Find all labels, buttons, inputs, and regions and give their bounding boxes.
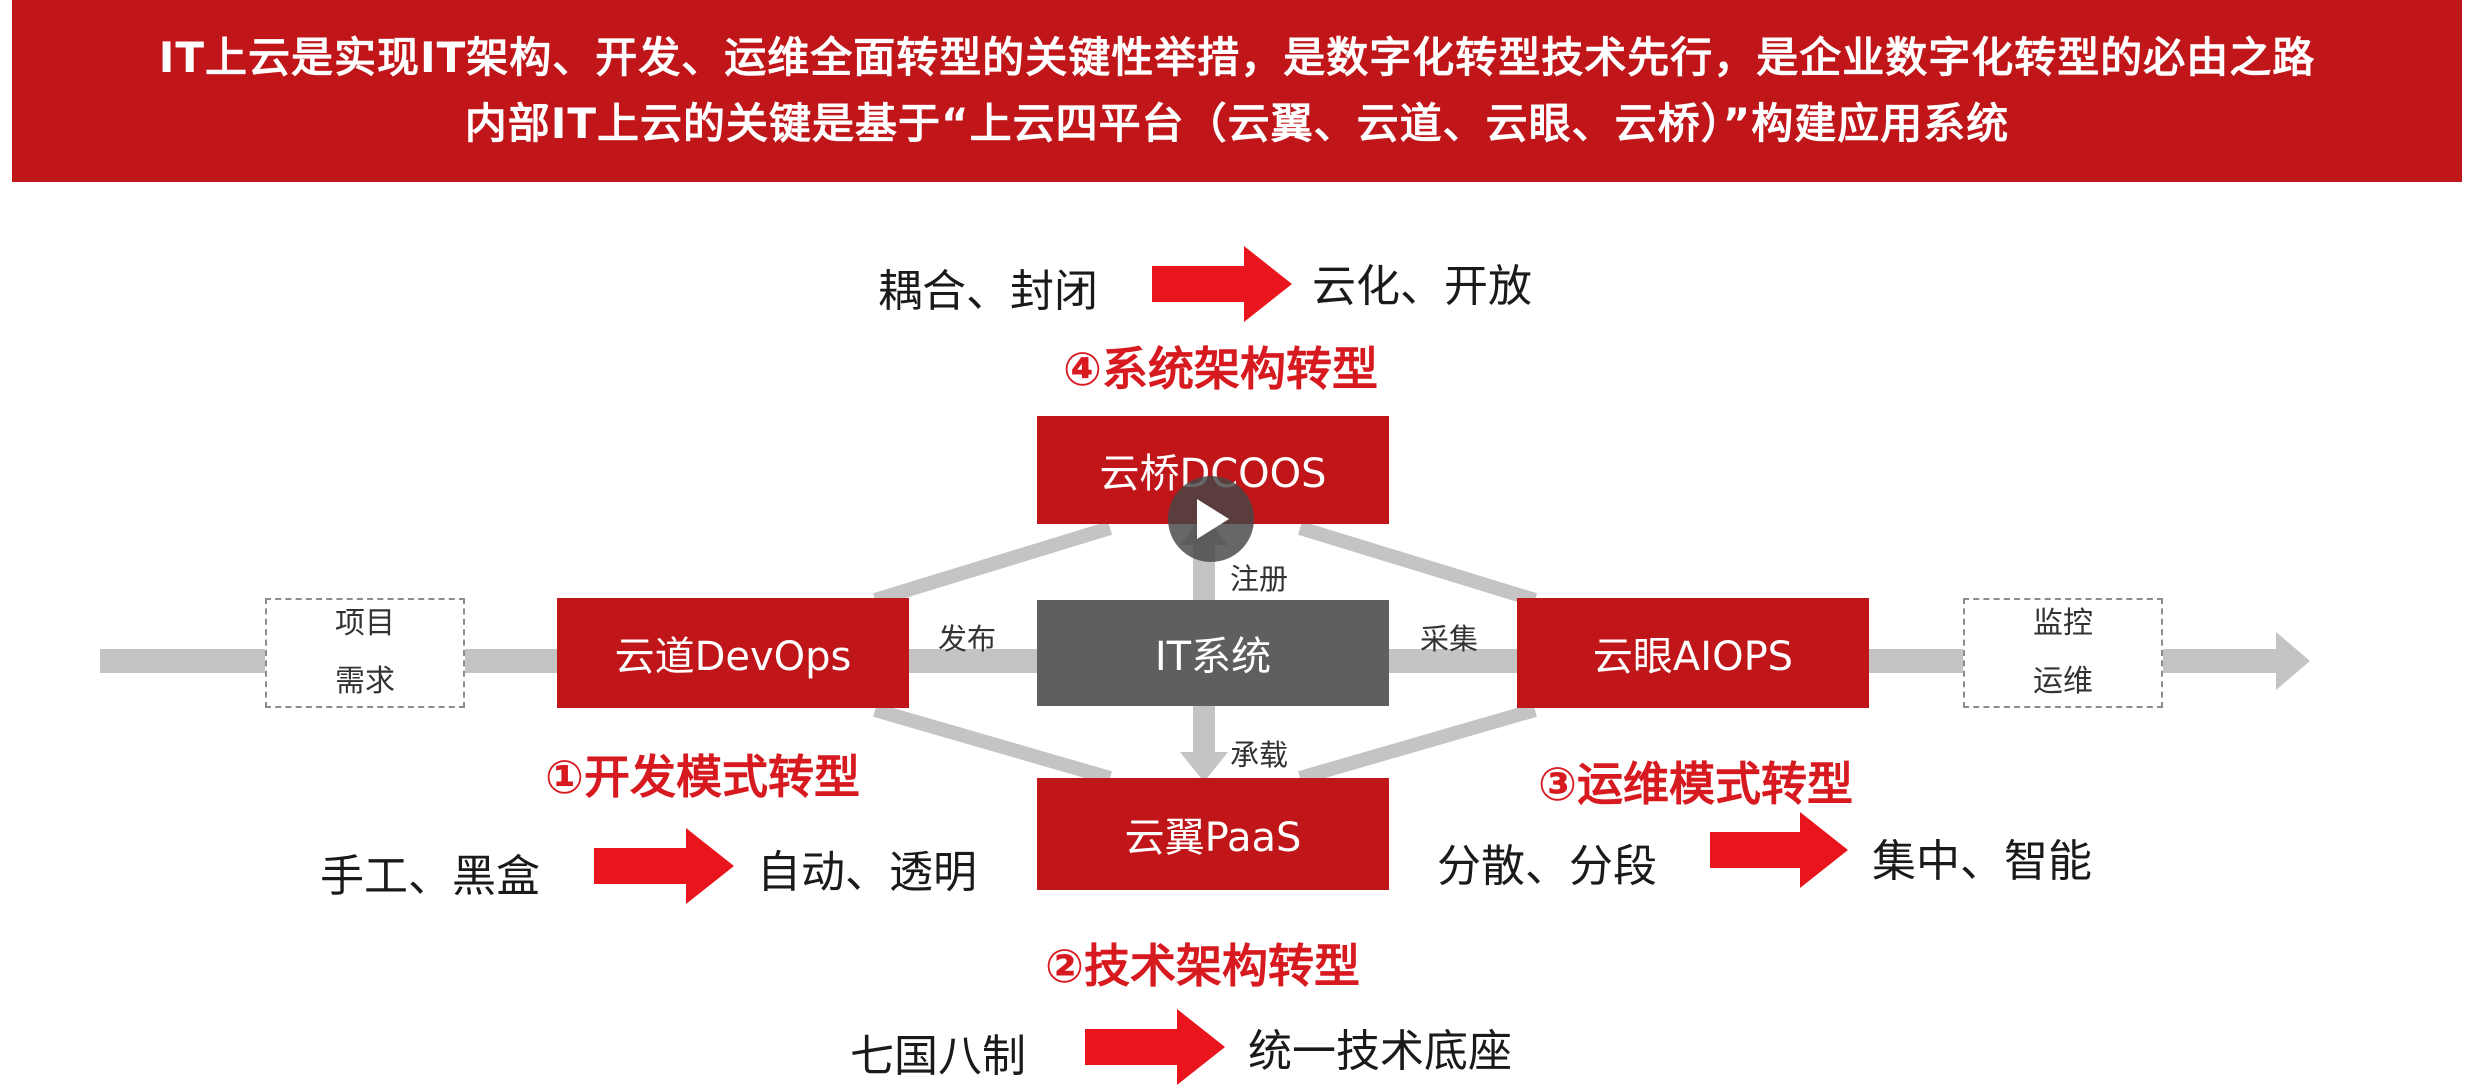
ops-mode-to: 集中、智能 bbox=[1872, 836, 2092, 887]
dev-mode-title: ①开发模式转型 bbox=[545, 750, 860, 804]
monitoring-ops-line-1: 监控 bbox=[2033, 606, 2093, 641]
tech-arch-title: ②技术架构转型 bbox=[1045, 939, 1360, 993]
carry-label: 承载 bbox=[1230, 738, 1289, 772]
system-arch-to: 云化、开放 bbox=[1312, 261, 1532, 312]
devops-node: 云道DevOps bbox=[557, 598, 909, 708]
main-flow-arrowhead bbox=[2276, 632, 2310, 690]
dev-mode-from: 手工、黑盒 bbox=[320, 851, 540, 902]
it-system-node: IT系统 bbox=[1037, 600, 1389, 706]
dev-mode-arrow bbox=[594, 828, 734, 904]
register-label: 注册 bbox=[1230, 562, 1289, 596]
carry-connector bbox=[1193, 706, 1215, 754]
project-requirement-line-1: 项目 bbox=[335, 606, 395, 641]
link-paas-aiops bbox=[1298, 703, 1537, 785]
video-play-button[interactable] bbox=[1168, 476, 1254, 562]
link-devops-dcoos bbox=[872, 521, 1113, 607]
link-dcoos-aiops bbox=[1297, 521, 1538, 607]
system-arch-arrow bbox=[1152, 246, 1292, 322]
play-icon bbox=[1197, 499, 1229, 539]
header-line-2: 内部IT上云的关键是基于“上云四平台（云翼、云道、云眼、云桥）”构建应用系统 bbox=[464, 99, 2010, 148]
link-devops-paas bbox=[873, 703, 1112, 785]
aiops-node: 云眼AIOPS bbox=[1517, 598, 1869, 708]
monitoring-ops-box: 监控 运维 bbox=[1963, 598, 2163, 708]
carry-arrowhead bbox=[1180, 752, 1228, 782]
system-arch-title: ④系统架构转型 bbox=[1063, 342, 1378, 396]
ops-mode-from: 分散、分段 bbox=[1437, 841, 1657, 892]
tech-arch-to: 统一技术底座 bbox=[1248, 1026, 1512, 1077]
publish-label: 发布 bbox=[938, 622, 997, 656]
tech-arch-from: 七国八制 bbox=[850, 1031, 1026, 1082]
paas-node: 云翼PaaS bbox=[1037, 778, 1389, 890]
monitoring-ops-line-2: 运维 bbox=[2033, 664, 2093, 699]
tech-arch-arrow bbox=[1085, 1009, 1225, 1085]
collect-label: 采集 bbox=[1420, 622, 1479, 656]
system-arch-from: 耦合、封闭 bbox=[878, 266, 1098, 317]
header-banner: IT上云是实现IT架构、开发、运维全面转型的关键性举措，是数字化转型技术先行，是… bbox=[12, 0, 2462, 182]
project-requirement-line-2: 需求 bbox=[335, 664, 395, 699]
ops-mode-title: ③运维模式转型 bbox=[1538, 757, 1853, 811]
dev-mode-to: 自动、透明 bbox=[757, 847, 977, 898]
header-line-1: IT上云是实现IT架构、开发、运维全面转型的关键性举措，是数字化转型技术先行，是… bbox=[158, 33, 2316, 82]
project-requirement-box: 项目 需求 bbox=[265, 598, 465, 708]
ops-mode-arrow bbox=[1710, 812, 1848, 888]
